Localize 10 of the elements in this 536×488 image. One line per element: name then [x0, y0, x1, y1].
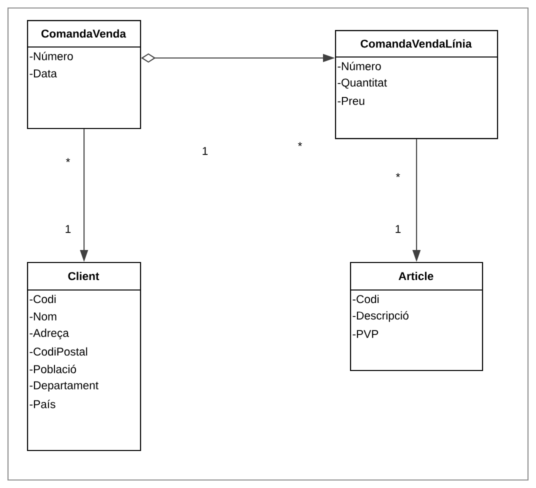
class-box: ComandaVendaLínia -Número -Quantitat -Preu: [335, 30, 498, 140]
class-box: Article -Codi -Descripció -PVP: [350, 262, 484, 372]
multiplicity-label: 1: [202, 147, 208, 155]
multiplicity-label: *: [298, 142, 302, 146]
multiplicity-label: 1: [396, 225, 401, 233]
class-box: ComandaVenda -Número -Data: [27, 20, 142, 130]
multiplicity-label: *: [396, 173, 400, 178]
multiplicity-label: 1: [66, 225, 71, 233]
multiplicity-label: *: [66, 158, 70, 162]
class-box: Client -Codi -Nom -Adreça -CodiPostal -Població -Departament -País: [27, 262, 142, 452]
